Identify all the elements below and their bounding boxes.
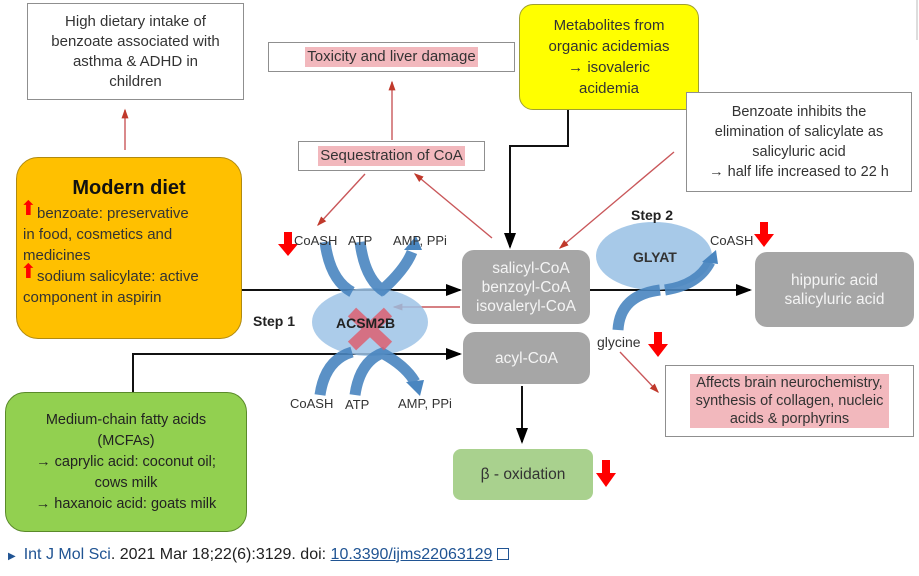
amp-out-curve-top bbox=[376, 249, 418, 297]
beta-oxidation-box: β - oxidation bbox=[453, 449, 593, 500]
amp-ppi-label-top: AMP, PPi bbox=[393, 233, 447, 248]
inhibition-x-icon bbox=[347, 307, 393, 351]
external-link-icon[interactable] bbox=[497, 548, 510, 560]
acyl-coa-group-box: salicyl-CoA benzoyl-CoA isovaleryl-CoA bbox=[462, 250, 590, 324]
affects-box: Affects brain neurochemistry, synthesis … bbox=[665, 365, 914, 437]
arrow-glycine-to-affects bbox=[619, 351, 659, 394]
modern-diet-item-salicylate: ⬆ sodium salicylate: active component in… bbox=[20, 261, 199, 307]
glyat-enzyme bbox=[596, 222, 712, 290]
up-arrow-icon: ⬆ bbox=[20, 198, 37, 220]
step1-label: Step 1 bbox=[253, 313, 296, 329]
journal-link[interactable]: Int J Mol Sci bbox=[23, 546, 111, 563]
down-arrow-glycine bbox=[648, 332, 668, 357]
glycine-in-curve bbox=[612, 284, 661, 331]
coash-arrowhead-glyat bbox=[702, 250, 718, 264]
arrow-metabolites-to-acyl bbox=[504, 110, 569, 249]
sequestration-label: Sequestration of CoA bbox=[318, 146, 465, 166]
toxicity-box: Toxicity and liver damage bbox=[268, 42, 515, 72]
acsm2b-label: ACSM2B bbox=[336, 315, 396, 331]
asthma-adhd-box: High dietary intake of benzoate associat… bbox=[27, 3, 244, 100]
coash-label-bottom: CoASH bbox=[290, 396, 334, 411]
scrollbar-track[interactable] bbox=[916, 0, 918, 40]
coash-in-curve-bottom bbox=[314, 346, 354, 396]
amp-arrowhead-top bbox=[404, 236, 422, 250]
expand-triangle-icon[interactable]: ▶ bbox=[8, 551, 16, 562]
amp-arrowhead-bottom bbox=[406, 380, 424, 396]
toxicity-label: Toxicity and liver damage bbox=[305, 47, 478, 67]
coash-label-glyat: CoASH bbox=[710, 233, 754, 248]
down-arrow-coash-step2 bbox=[754, 222, 774, 247]
step2-label: Step 2 bbox=[631, 207, 674, 223]
arrow-seq-to-coash bbox=[317, 173, 366, 227]
arrow-acylcoa-to-seq bbox=[413, 173, 493, 239]
arrow-benzoate-inhibits bbox=[558, 151, 675, 249]
modern-diet-item-benzoate: ⬆ benzoate: preservative in food, cosmet… bbox=[20, 198, 189, 265]
benzoate-inhibits-box: Benzoate inhibits the elimination of sal… bbox=[686, 92, 912, 192]
amp-out-curve-bottom bbox=[377, 347, 420, 385]
metabolites-box: Metabolites from organic acidemias → iso… bbox=[519, 4, 699, 110]
amp-ppi-label-bottom: AMP, PPi bbox=[398, 396, 452, 411]
coash-label-top: CoASH bbox=[294, 233, 338, 248]
products-box: hippuric acid salicyluric acid bbox=[755, 252, 914, 327]
coash-in-curve-top bbox=[319, 241, 355, 297]
acyl-coa-box: acyl-CoA bbox=[463, 332, 590, 384]
down-arrow-coash-step1 bbox=[278, 232, 298, 256]
citation-text: . 2021 Mar 18;22(6):3129. doi: bbox=[110, 546, 331, 563]
glyat-label: GLYAT bbox=[633, 249, 677, 265]
sequestration-box: Sequestration of CoA bbox=[298, 141, 485, 171]
modern-diet-title: Modern diet bbox=[72, 177, 186, 199]
down-arrow-beta bbox=[596, 460, 616, 487]
atp-label-bottom: ATP bbox=[345, 397, 370, 412]
up-arrow-icon: ⬆ bbox=[20, 261, 37, 283]
citation-caption: ▶ Int J Mol Sci. 2021 Mar 18;22(6):3129. … bbox=[8, 546, 510, 564]
coash-out-curve-glyat bbox=[664, 259, 715, 296]
glycine-label: glycine bbox=[597, 334, 641, 350]
doi-link[interactable]: 10.3390/ijms22063129 bbox=[330, 546, 493, 563]
atp-label-top: ATP bbox=[348, 233, 373, 248]
modern-diet-box: Modern diet ⬆ benzoate: preservative in … bbox=[16, 157, 242, 339]
mcfa-box: Medium-chain fatty acids (MCFAs) → capry… bbox=[5, 392, 247, 532]
